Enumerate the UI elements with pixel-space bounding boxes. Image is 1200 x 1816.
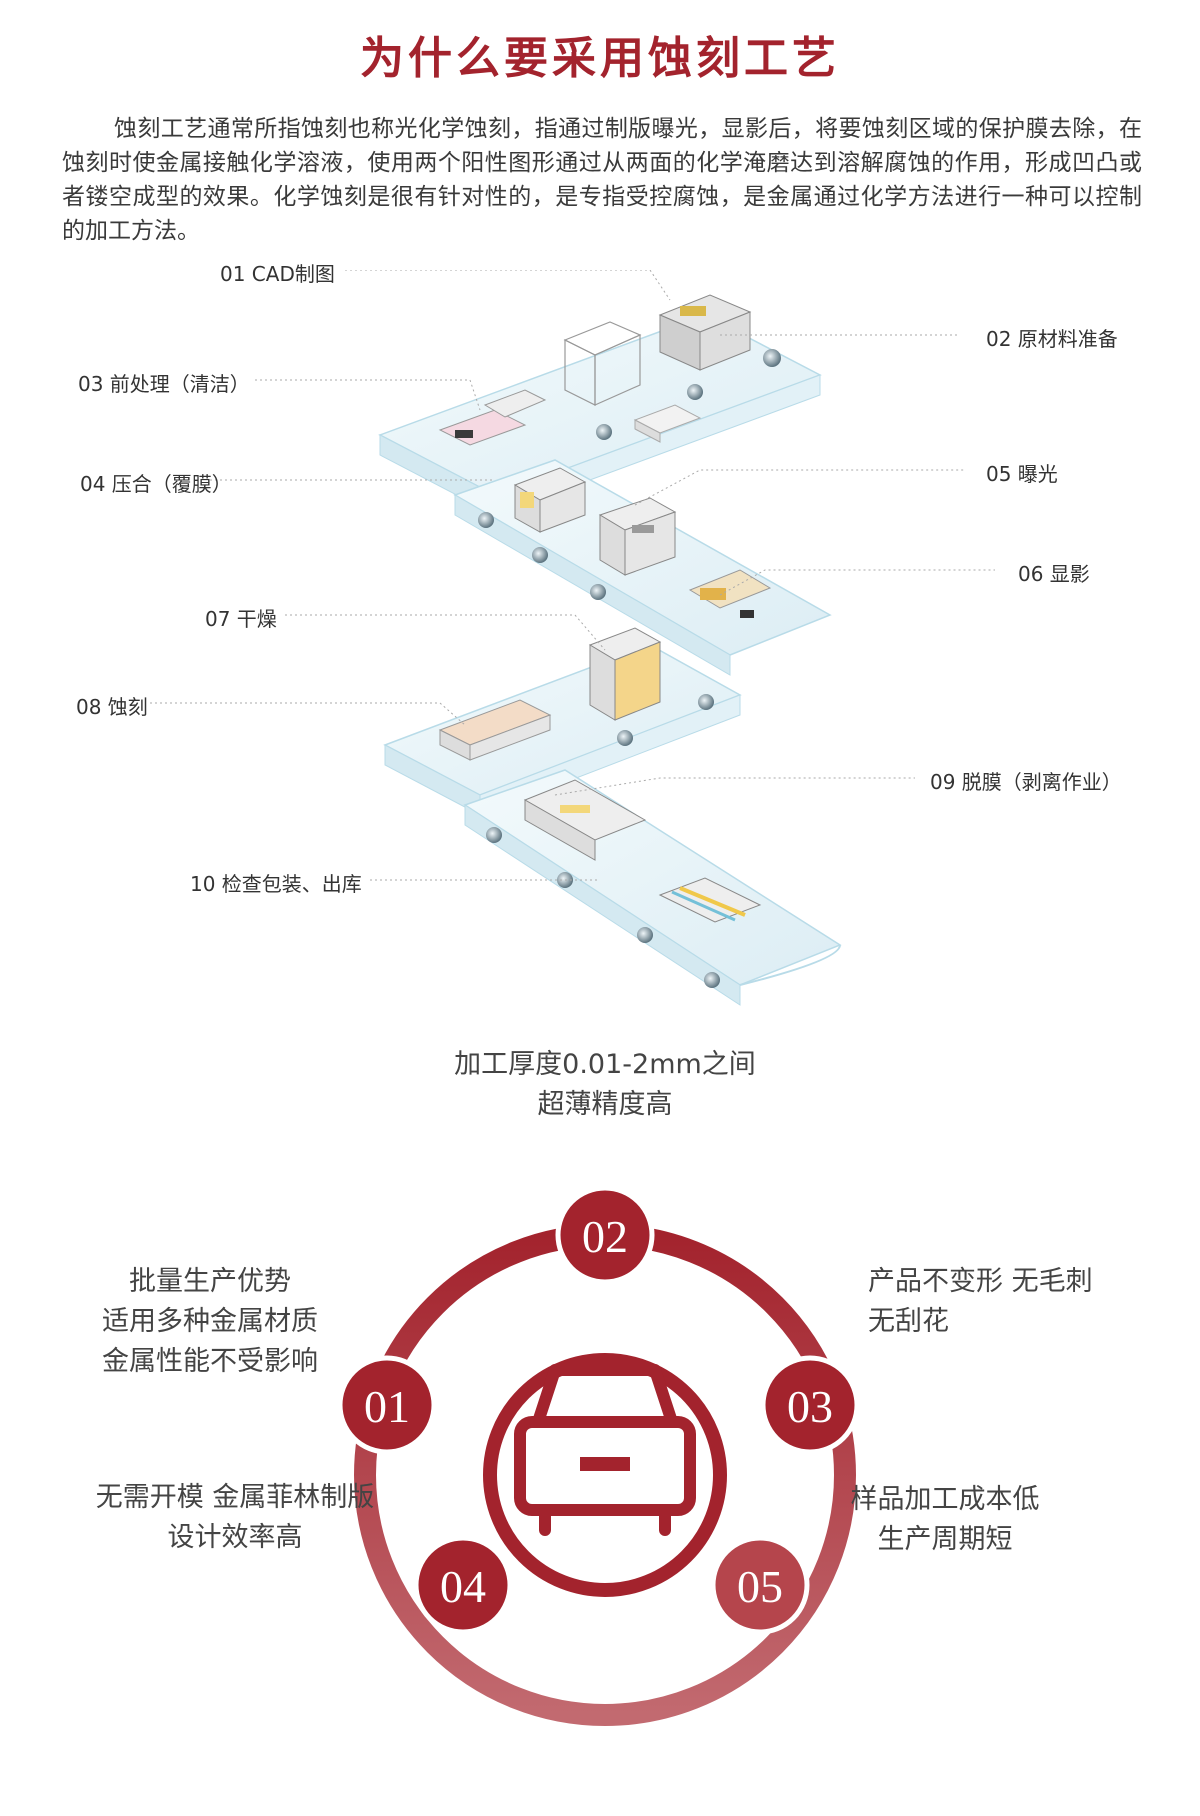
step-label-06: 06 显影 [1018, 562, 1090, 586]
machine-lamination [513, 467, 587, 533]
inner-ring [483, 1353, 727, 1597]
leader-lines [150, 270, 995, 881]
node-03-number: 03 [787, 1381, 833, 1432]
feature-04-text: 无需开模 金属菲林制版 设计效率高 [95, 1482, 375, 1553]
feature-03-text: 产品不变形 无毛刺 无刮花 [868, 1266, 1093, 1337]
node-04: 04 [413, 1535, 513, 1635]
machine-etching [438, 699, 552, 761]
node-02: 02 [555, 1185, 655, 1285]
step-label-05: 05 曝光 [986, 462, 1058, 486]
process-flow-diagram [150, 270, 995, 1006]
machine-inspection [658, 877, 762, 923]
machine-cad-frame [563, 321, 642, 406]
page-title: 为什么要采用蚀刻工艺 [360, 33, 840, 84]
node-02-number: 02 [582, 1211, 628, 1262]
node-01-number: 01 [364, 1381, 410, 1432]
feature-01-text: 批量生产优势 适用多种金属材质 金属性能不受影响 [102, 1266, 318, 1377]
step-label-07: 07 干燥 [205, 607, 277, 631]
step-label-09: 09 脱膜（剥离作业） [930, 770, 1122, 794]
advantages-diagram: 02 01 03 04 05 [337, 1185, 860, 1726]
machine-raw-material [658, 294, 752, 371]
step-label-03: 03 前处理（清洁） [78, 372, 250, 396]
step-label-10: 10 检查包装、出库 [190, 872, 362, 896]
intro-paragraph: 蚀刻工艺通常所指蚀刻也称光化学蚀刻，指通过制版曝光，显影后，将要蚀刻区域的保护膜… [62, 116, 1142, 244]
machine-pretreatment [438, 389, 547, 446]
node-05-number: 05 [737, 1561, 783, 1612]
machine-exposure [598, 497, 677, 576]
feature-05-text: 样品加工成本低 生产周期短 [850, 1484, 1040, 1555]
node-04-number: 04 [440, 1561, 486, 1612]
main-ring [354, 1224, 856, 1726]
conveyor-belt-4 [463, 769, 842, 1006]
node-05: 05 [710, 1535, 810, 1635]
step-label-01: 01 CAD制图 [220, 262, 335, 286]
step-label-08: 08 蚀刻 [76, 695, 148, 719]
feature-02-text: 加工厚度0.01-2mm之间 超薄精度高 [454, 1049, 756, 1120]
node-01: 01 [337, 1355, 437, 1455]
machine-material-stack [633, 404, 702, 443]
node-03: 03 [760, 1355, 860, 1455]
belt-rollers [478, 349, 781, 988]
step-label-02: 02 原材料准备 [986, 327, 1118, 351]
car-icon [514, 1364, 696, 1536]
step-label-04: 04 压合（覆膜） [80, 472, 232, 496]
machine-drying [588, 627, 662, 721]
